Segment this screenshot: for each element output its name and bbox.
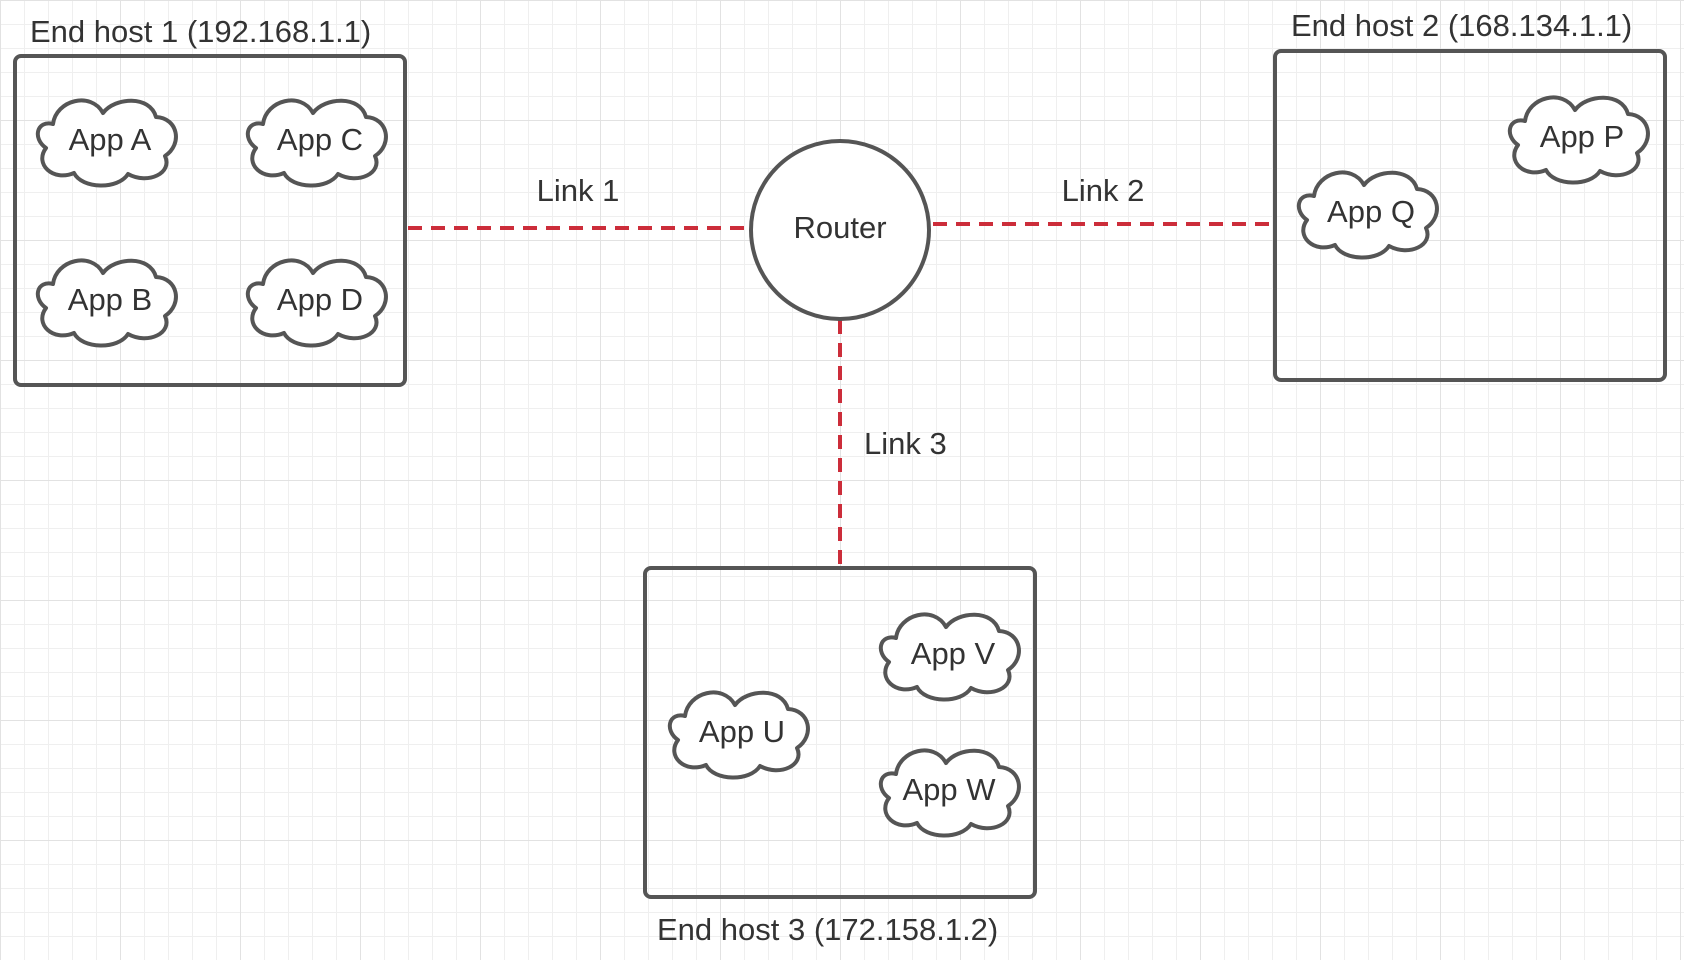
app-a-cloud[interactable]: App A	[35, 98, 178, 188]
app-p-cloud[interactable]: App P	[1507, 95, 1650, 185]
app-q-label: App Q	[1327, 194, 1415, 229]
link-1-label: Link 1	[537, 173, 620, 208]
end-host-1-label: End host 1 (192.168.1.1)	[30, 14, 371, 49]
link-2-label: Link 2	[1062, 173, 1145, 208]
app-p-label: App P	[1540, 119, 1624, 154]
end-host-3-box[interactable]	[643, 566, 1037, 899]
app-q-cloud[interactable]: App Q	[1296, 170, 1439, 260]
end-host-2-label: End host 2 (168.134.1.1)	[1291, 8, 1632, 43]
app-d-label: App D	[277, 282, 363, 317]
app-c-label: App C	[277, 122, 363, 157]
app-d-cloud[interactable]: App D	[245, 258, 388, 348]
router-label: Router	[793, 210, 886, 245]
app-a-label: App A	[69, 122, 152, 157]
end-host-1-box[interactable]	[13, 54, 407, 387]
app-u-cloud[interactable]: App U	[667, 690, 810, 780]
end-host-2-box[interactable]	[1273, 49, 1667, 382]
end-host-3-label: End host 3 (172.158.1.2)	[657, 912, 998, 947]
app-w-label: App W	[902, 772, 996, 807]
app-b-label: App B	[68, 282, 152, 317]
app-b-cloud[interactable]: App B	[35, 258, 178, 348]
app-u-label: App U	[699, 714, 785, 749]
app-w-cloud[interactable]: App W	[878, 748, 1021, 838]
app-v-cloud[interactable]: App V	[878, 612, 1021, 702]
app-c-cloud[interactable]: App C	[245, 98, 388, 188]
router-node[interactable]	[749, 139, 931, 321]
app-v-label: App V	[911, 636, 996, 671]
link-3-label: Link 3	[864, 426, 947, 461]
